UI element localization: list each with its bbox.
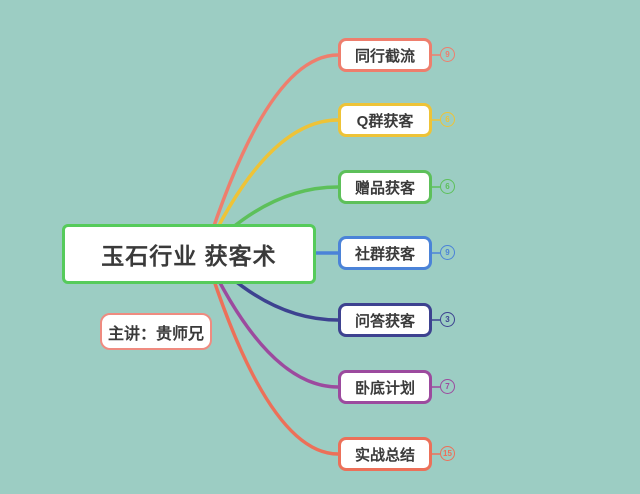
presenter-note-label: 主讲：贵师兄 [107, 325, 204, 343]
branch-topic-label: 问答获客 [354, 312, 415, 330]
branch-topic-label: 社群获客 [354, 245, 415, 263]
branch-topic[interactable]: 卧底计划 [338, 370, 432, 404]
branch-topic-label: Q群获客 [356, 112, 414, 130]
central-topic-label: 玉石行业 获客术 [101, 243, 277, 269]
branch-topic[interactable]: Q群获客 [338, 103, 432, 137]
branch-collapse-badge[interactable]: 6 [440, 179, 455, 194]
branch-topic[interactable]: 社群获客 [338, 236, 432, 270]
branch-connector-line [203, 118, 340, 255]
branch-topic-label: 赠品获客 [354, 179, 415, 197]
branch-connector-line [203, 53, 340, 255]
branch-collapse-badge[interactable]: 15 [440, 446, 455, 461]
branch-topic-label: 实战总结 [354, 446, 415, 464]
branch-topic-label: 卧底计划 [354, 379, 415, 397]
branch-collapse-badge[interactable]: 9 [440, 47, 455, 62]
branch-collapse-badge[interactable]: 6 [440, 112, 455, 127]
branch-topic[interactable]: 问答获客 [338, 303, 432, 337]
central-topic[interactable]: 玉石行业 获客术 [62, 224, 316, 284]
branch-topic[interactable]: 同行截流 [338, 38, 432, 72]
branch-collapse-badge[interactable]: 7 [440, 379, 455, 394]
branch-collapse-badge[interactable]: 3 [440, 312, 455, 327]
branch-topic[interactable]: 赠品获客 [338, 170, 432, 204]
branch-topic-label: 同行截流 [354, 47, 415, 65]
branch-connector-line [203, 251, 340, 456]
branch-topic[interactable]: 实战总结 [338, 437, 432, 471]
branch-collapse-badge[interactable]: 9 [440, 245, 455, 260]
presenter-note[interactable]: 主讲：贵师兄 [100, 313, 212, 350]
